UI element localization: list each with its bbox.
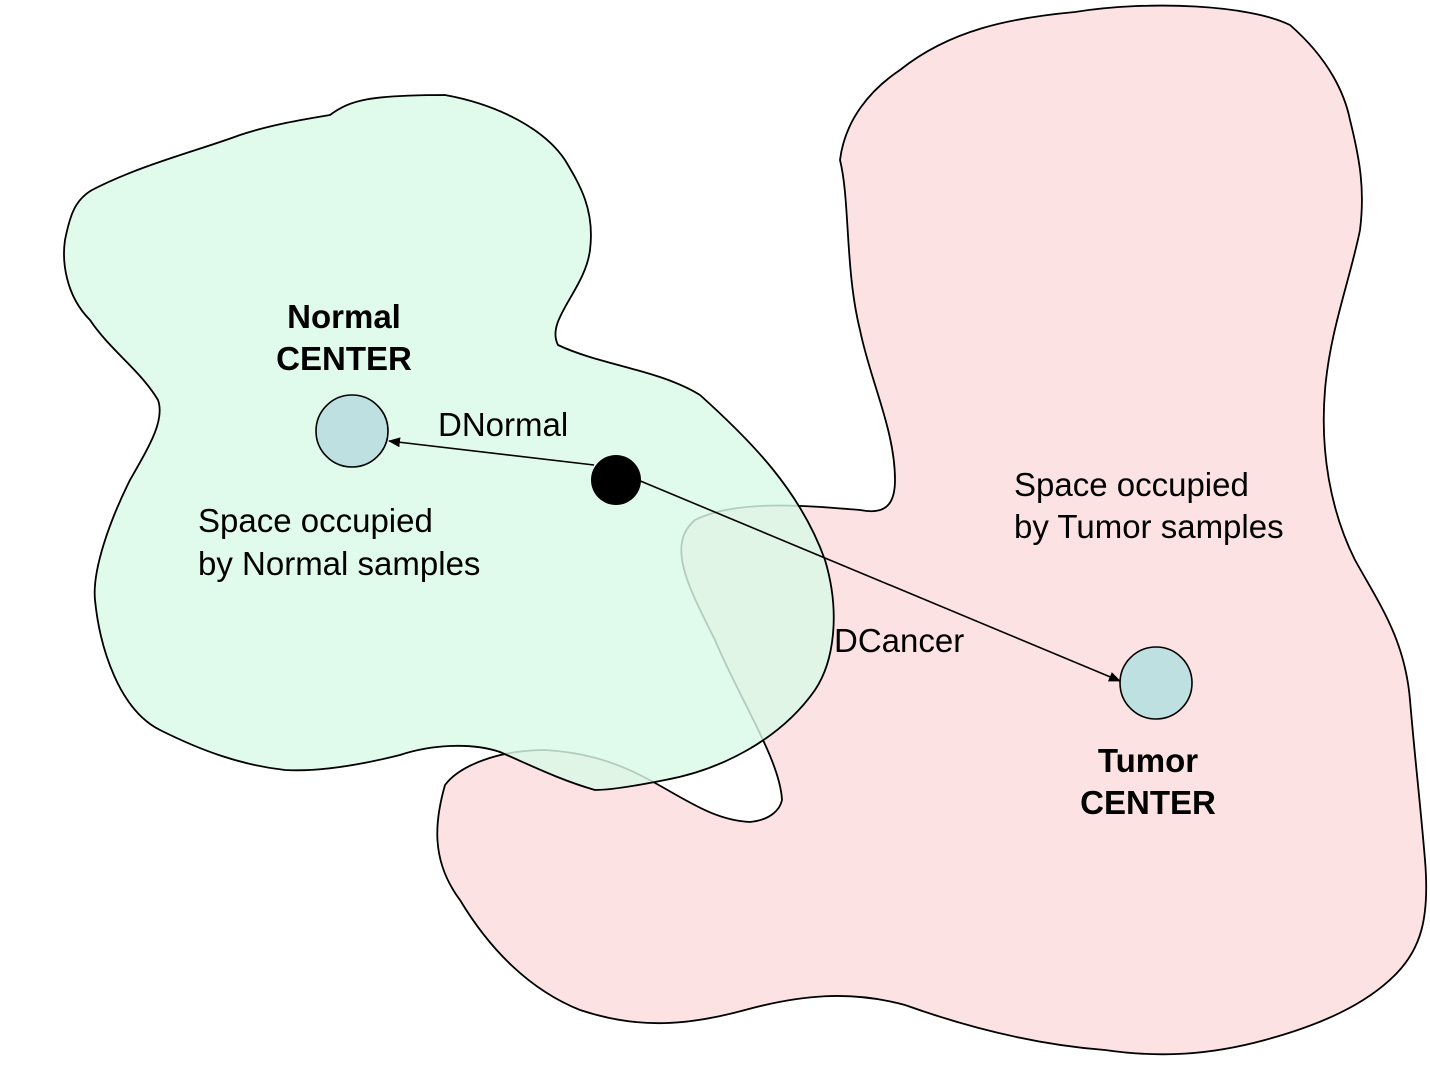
dcancer-label: DCancer: [834, 622, 964, 659]
dnormal-arrow: [388, 437, 595, 466]
normal-center-marker: [315, 394, 389, 468]
normal-region: [63, 94, 835, 791]
tumor-center-marker: [1119, 646, 1193, 720]
tumor-region: [436, 4, 1428, 1056]
dcancer-arrow: [637, 479, 1121, 682]
tumor-region-label-line2: by Tumor samples: [1014, 508, 1284, 545]
normal-center-label-line1: Normal: [287, 298, 401, 335]
tumor-center-label-line2: CENTER: [1080, 784, 1216, 821]
normal-region-label-line2: by Normal samples: [198, 545, 480, 582]
tumor-region-label-line1: Space occupied: [1014, 466, 1249, 503]
sample-point: [591, 455, 641, 505]
normal-region-label-line1: Space occupied: [198, 502, 433, 539]
normal-center-label-line2: CENTER: [276, 340, 412, 377]
dnormal-label: DNormal: [438, 406, 568, 443]
tumor-center-label-line1: Tumor: [1098, 742, 1198, 779]
